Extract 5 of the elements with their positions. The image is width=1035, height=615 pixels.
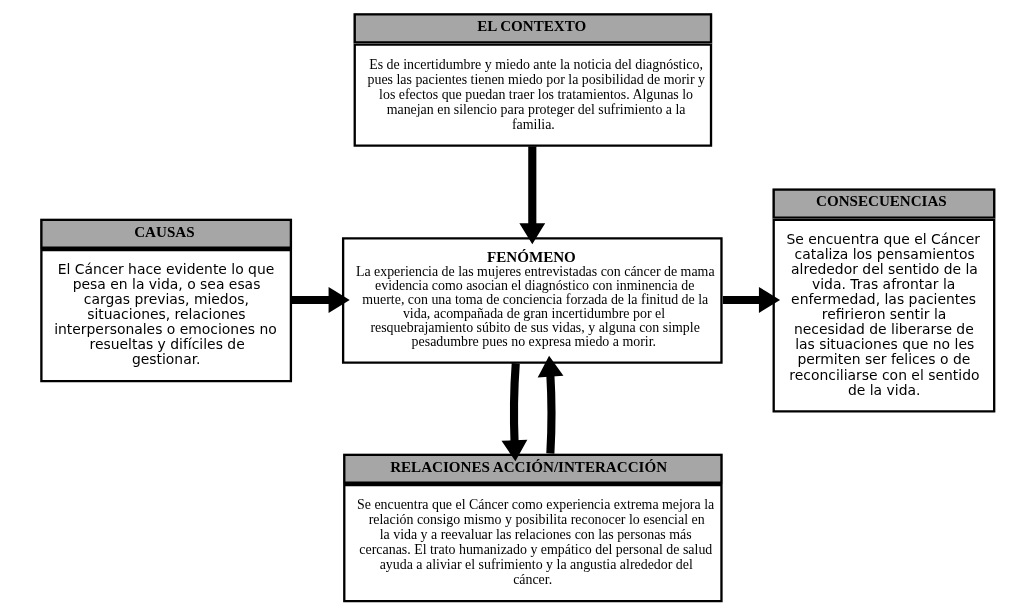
arrow [291,287,350,313]
arrow [722,287,781,313]
arrow [501,363,528,462]
arrow [537,355,564,454]
arrow [519,146,546,245]
